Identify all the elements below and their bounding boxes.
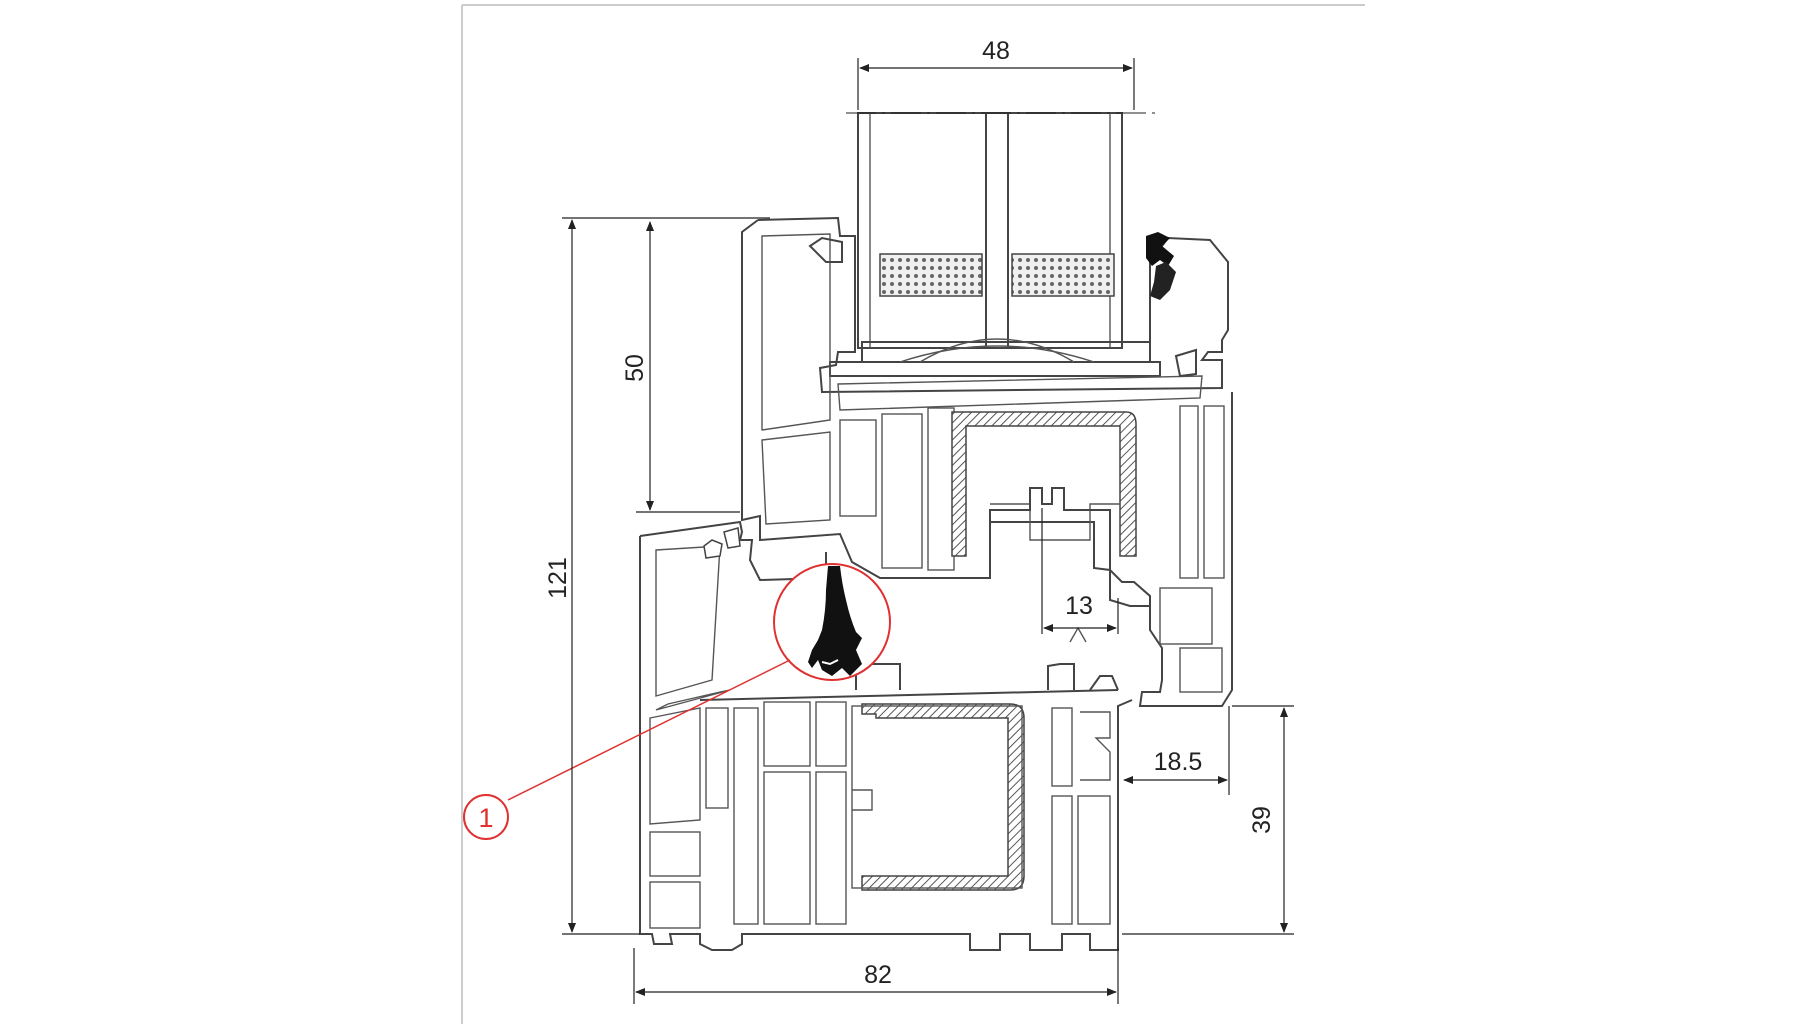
spacer-desiccant-right xyxy=(1011,253,1115,297)
dimension-48: 48 xyxy=(857,37,1135,110)
frame-profile xyxy=(639,520,1133,951)
sash-keeper-detail xyxy=(989,487,1150,607)
dimension-39: 39 xyxy=(1122,705,1294,935)
glazing-unit xyxy=(829,112,1161,377)
sash-steel-reinforcement xyxy=(951,411,1137,557)
callout-bubble xyxy=(463,794,509,840)
dimension-50: 50 xyxy=(621,221,740,513)
gasket-detail-circle xyxy=(773,563,891,681)
frame-steel-reinforcement xyxy=(851,703,1025,891)
dimension-82-label: 82 xyxy=(864,961,892,989)
dimension-121-label: 121 xyxy=(544,557,572,599)
dimension-18-5: 18.5 xyxy=(1123,706,1230,795)
page-frame xyxy=(461,4,1365,1024)
spacer-desiccant-left xyxy=(879,253,983,297)
dimension-13: 13 xyxy=(1041,508,1119,634)
dimension-50-label: 50 xyxy=(621,354,649,382)
dimension-18-5-label: 18.5 xyxy=(1154,748,1203,776)
dimension-39-label: 39 xyxy=(1248,806,1276,834)
dimension-121: 121 xyxy=(544,217,770,935)
dimension-48-label: 48 xyxy=(982,37,1010,65)
dimension-82: 82 xyxy=(633,948,1119,1004)
gaskets xyxy=(703,232,1176,559)
callout-label: 1 xyxy=(478,803,493,833)
callout-1: 1 xyxy=(463,659,791,840)
dimension-13-label: 13 xyxy=(1065,592,1093,620)
